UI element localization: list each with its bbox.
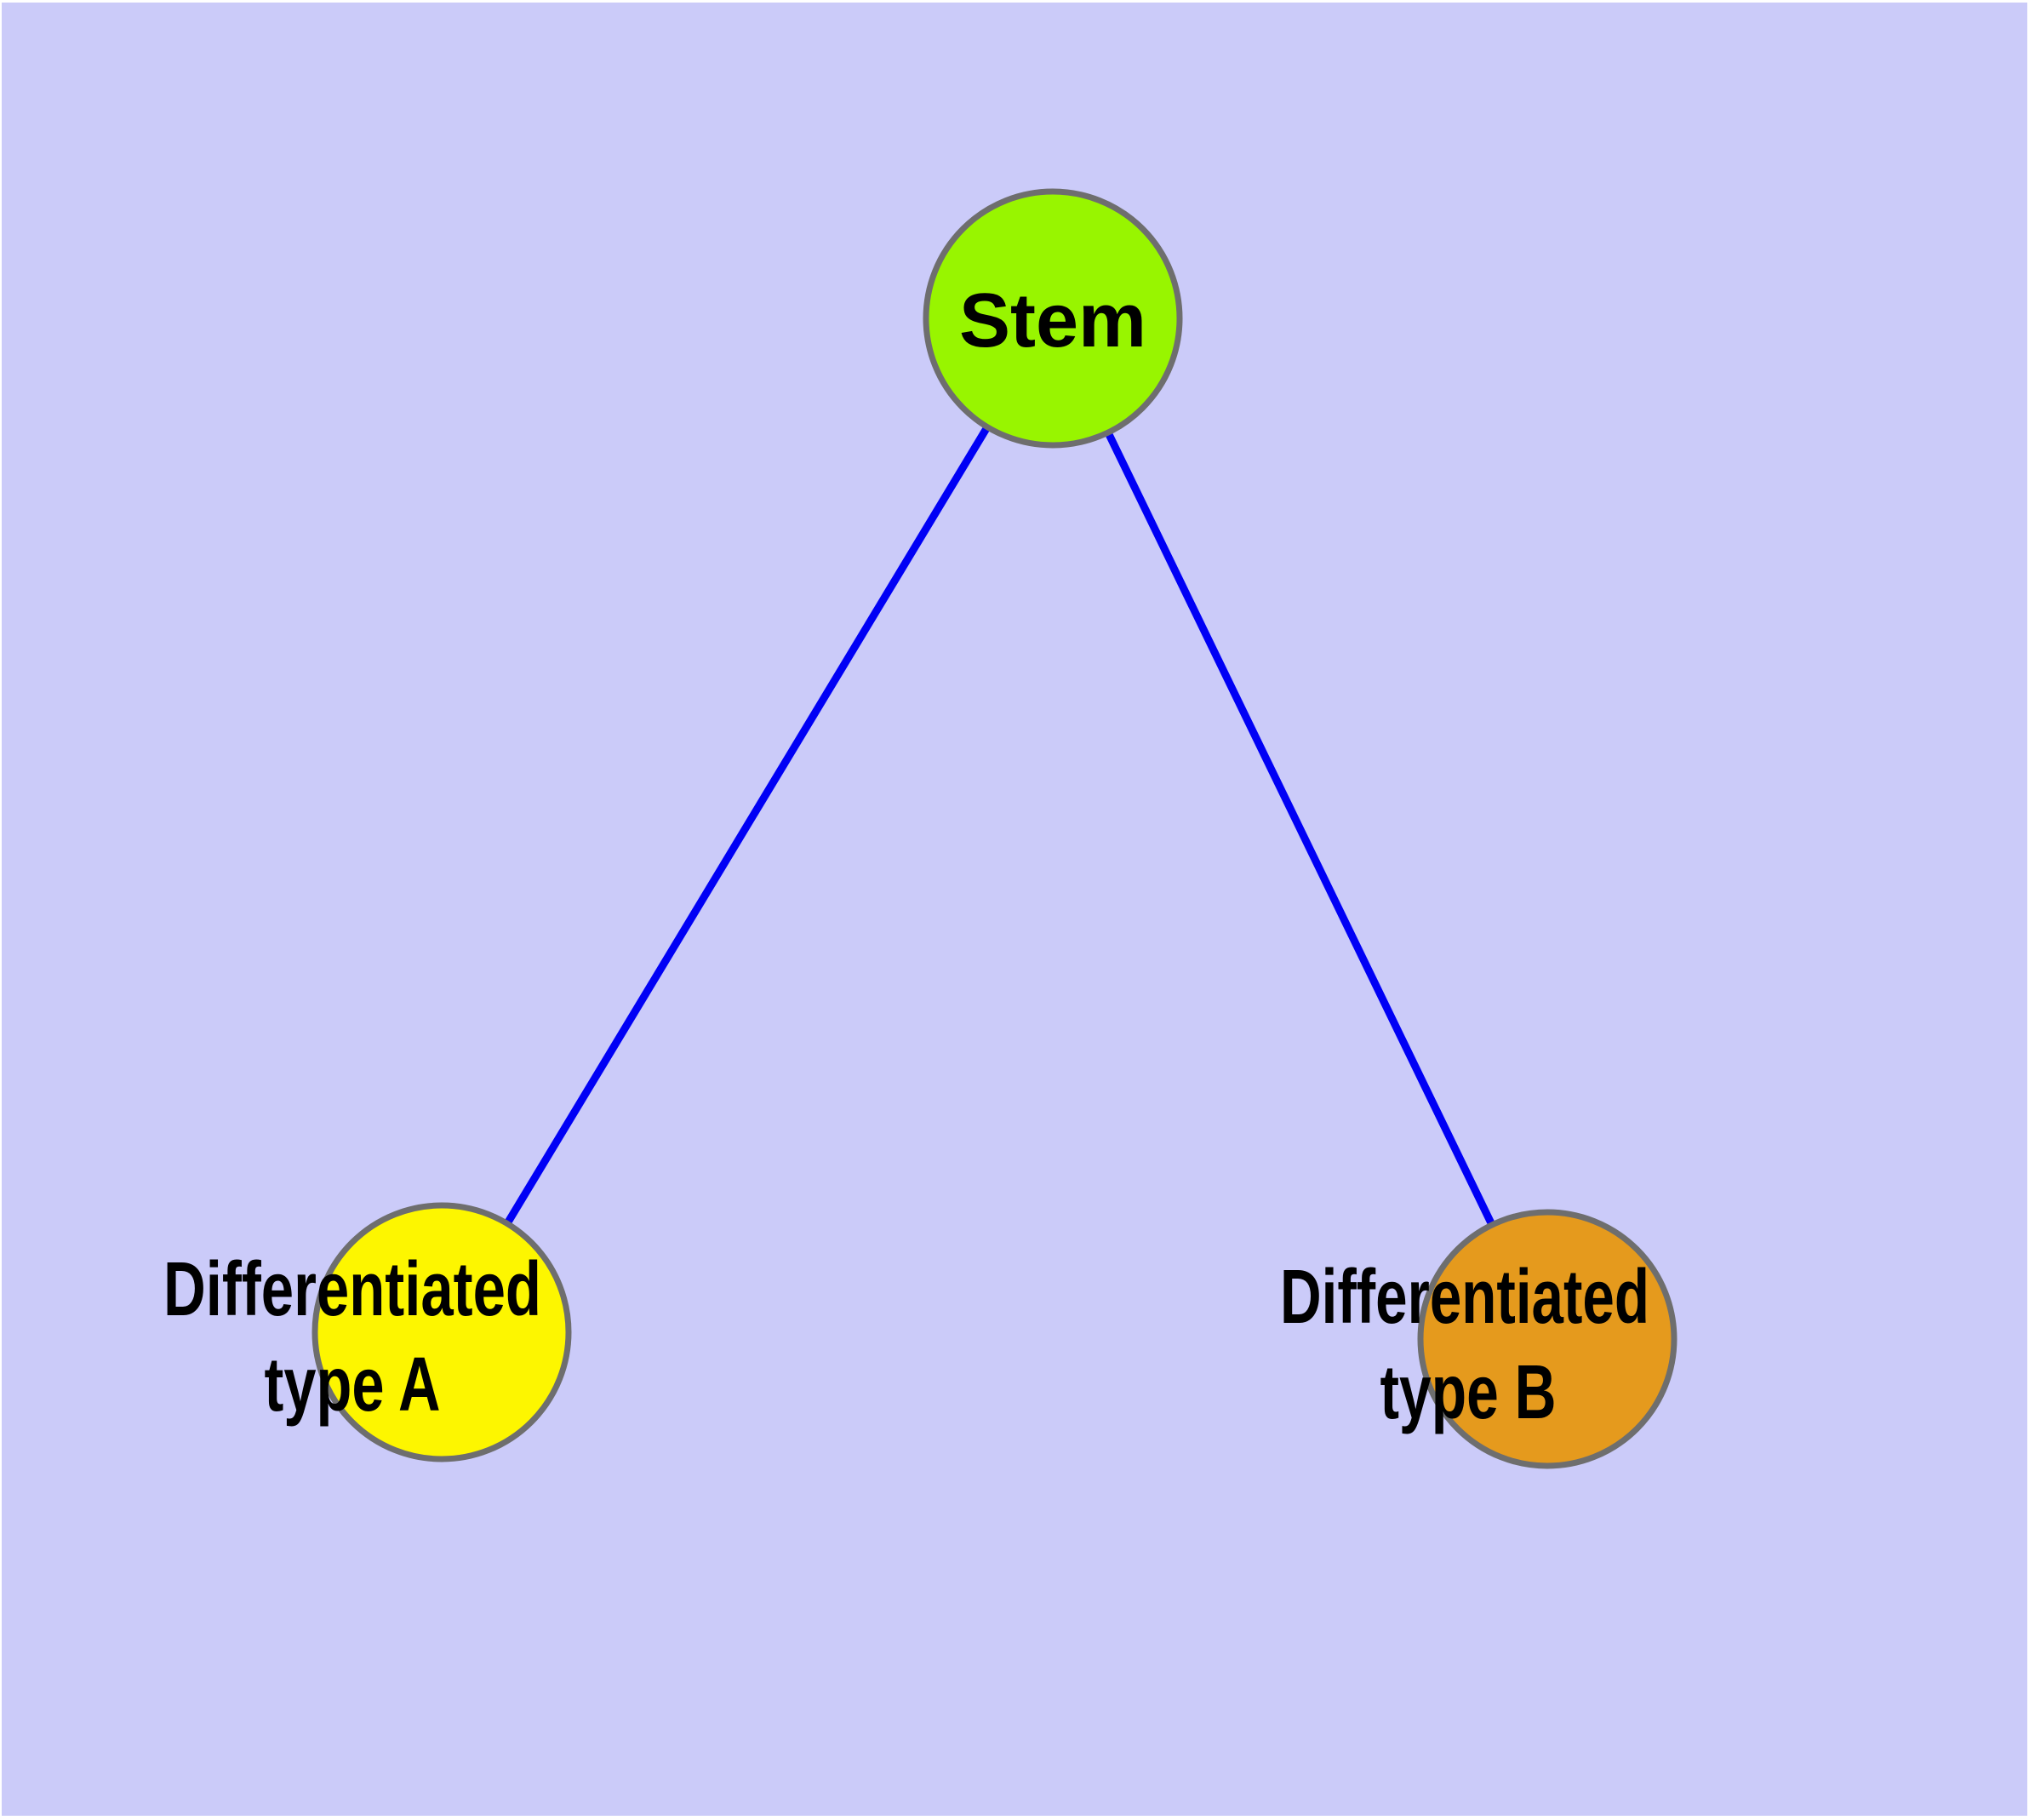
node-group	[311, 188, 1677, 1469]
diff-a-node-circle	[311, 1202, 572, 1462]
diff-a-label-line2: type A	[265, 1342, 441, 1428]
stem-node-label: Stem	[959, 278, 1146, 363]
diff-a-label-line1: Differentiated	[163, 1247, 541, 1332]
diff-b-node-circle	[1417, 1209, 1677, 1469]
diff-b-label-line1: Differentiated	[1280, 1255, 1649, 1340]
edge-stem-to-diff-b	[1049, 317, 1552, 1341]
edge-stem-to-diff-a	[438, 316, 1056, 1335]
diff-b-label-line2: type B	[1380, 1350, 1557, 1435]
stem-node-circle	[923, 188, 1183, 449]
edge-group	[438, 316, 1552, 1341]
